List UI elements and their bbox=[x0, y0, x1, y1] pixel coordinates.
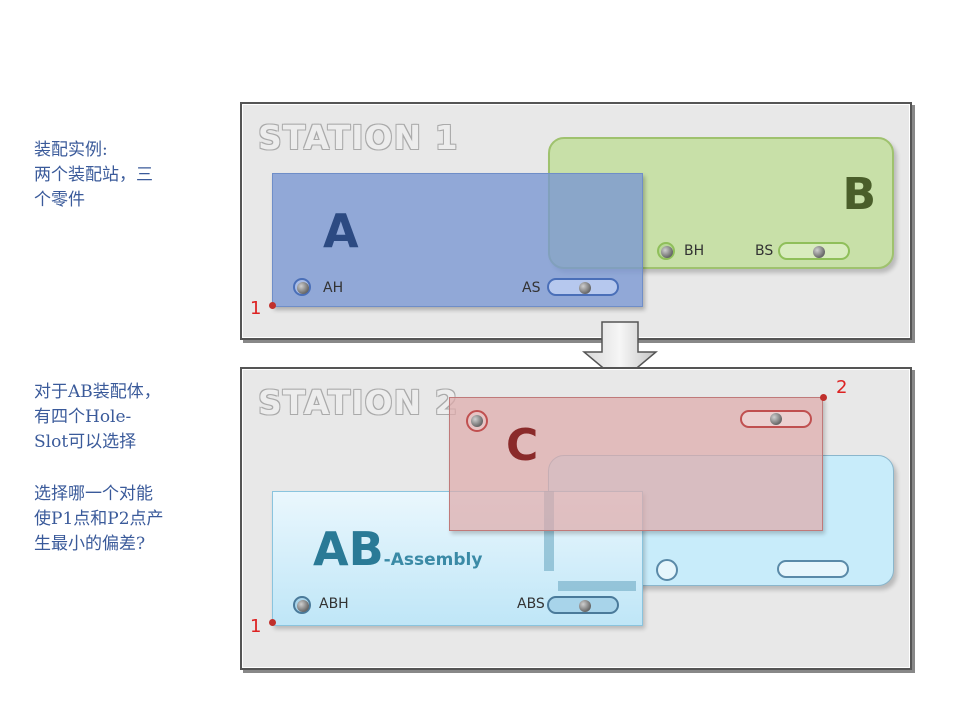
station-1-title: STATION 1 bbox=[258, 118, 459, 157]
assembly-seam-horizontal bbox=[558, 581, 636, 591]
part-a-hole-label: AH bbox=[323, 280, 344, 296]
part-b-hole-pin-icon bbox=[661, 246, 673, 258]
station-1-ref-point-1 bbox=[269, 302, 276, 309]
part-ab-letter: AB-Assembly bbox=[313, 522, 482, 576]
part-ab-slot-label: ABS bbox=[517, 596, 545, 612]
part-a[interactable]: A AH AS bbox=[272, 173, 643, 307]
part-c-letter: C bbox=[506, 420, 539, 471]
station-2-ref-point-1-label: 1 bbox=[250, 616, 262, 637]
part-ab-letter-text: AB bbox=[313, 522, 384, 576]
part-ab-hole-label: ABH bbox=[319, 596, 349, 612]
part-b-slot-label: BS bbox=[755, 243, 774, 259]
part-b-slot-pin-icon bbox=[813, 246, 825, 258]
part-b[interactable]: B BH BS bbox=[548, 137, 894, 269]
station-2-title: STATION 2 bbox=[258, 383, 459, 422]
part-ab-hole-pin-icon bbox=[297, 600, 309, 612]
part-a-letter: A bbox=[323, 204, 359, 258]
assembly-seam-vertical bbox=[544, 491, 554, 571]
station-2-ref-point-2-label: 2 bbox=[836, 377, 848, 398]
note-question: 选择哪一个对能 使P1点和P2点产 生最小的偏差? bbox=[34, 484, 164, 554]
part-c-slot-pin-icon bbox=[770, 413, 782, 425]
station-1-ref-point-1-label: 1 bbox=[250, 298, 262, 319]
part-a-hole-pin-icon bbox=[297, 282, 309, 294]
part-ab-slot-pin-icon bbox=[579, 600, 591, 612]
note-hole-slot-options: 对于AB装配体， 有四个Hole- Slot可以选择 bbox=[34, 382, 161, 452]
part-b-hole-label: BH bbox=[684, 243, 705, 259]
part-c[interactable]: C bbox=[449, 397, 823, 531]
assembly-b-hole[interactable] bbox=[656, 559, 678, 581]
part-a-slot-pin-icon bbox=[579, 282, 591, 294]
part-c-hole-pin-icon bbox=[471, 415, 483, 427]
station-2-ref-point-2 bbox=[820, 394, 827, 401]
part-a-slot-label: AS bbox=[522, 280, 541, 296]
note-intro: 装配实例: 两个装配站，三 个零件 bbox=[34, 140, 153, 210]
part-ab-suffix: -Assembly bbox=[383, 550, 483, 570]
station-2-ref-point-1 bbox=[269, 619, 276, 626]
assembly-b-slot[interactable] bbox=[777, 560, 849, 578]
part-b-letter: B bbox=[842, 169, 876, 220]
